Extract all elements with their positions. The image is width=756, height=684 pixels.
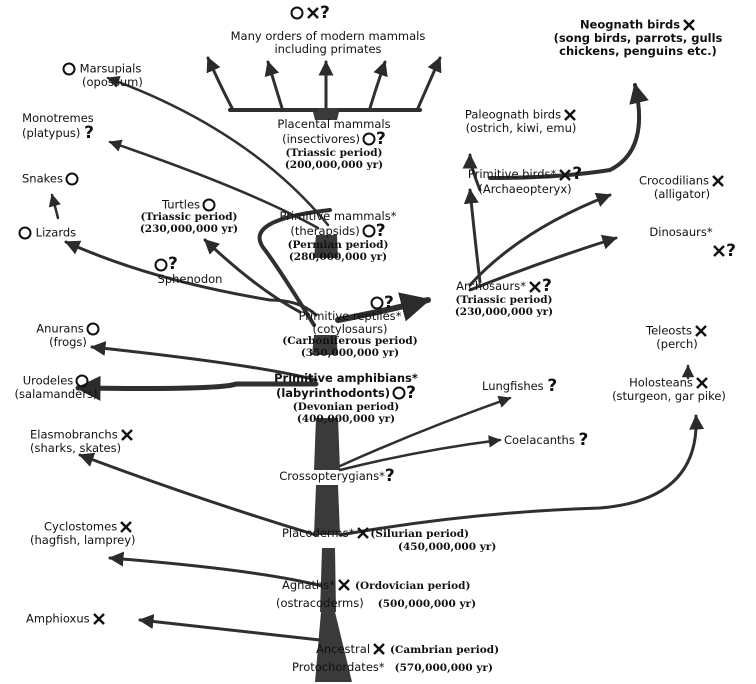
- label-lungfishes: Lungfishes ?: [482, 376, 558, 396]
- label-archosaurs: Archosaurs*? (Triassic period) (230,000,…: [454, 276, 554, 318]
- label-snakes: Snakes: [22, 172, 79, 186]
- cross-icon: [695, 376, 709, 390]
- label-teleosts: Teleosts (perch): [622, 324, 732, 351]
- question-icon: ?: [406, 382, 416, 403]
- label-placental-mammals: Placental mammals (insectivores)? (Trias…: [277, 117, 391, 171]
- circle-icon: [154, 258, 168, 272]
- cross-icon: [694, 324, 708, 338]
- label-urodeles: Urodeles (salamanders): [14, 373, 98, 401]
- cross-icon: [711, 174, 725, 188]
- circle-icon: [290, 6, 304, 20]
- label-primitive-reptiles: ? Primitive reptiles* (cotylosaurs) (Car…: [282, 292, 418, 359]
- cross-icon: [356, 526, 370, 540]
- cross-icon: [372, 642, 386, 656]
- label-ancestral-protochordates: Ancestral (Cambrian period) Protochordat…: [292, 642, 500, 674]
- question-icon: ?: [320, 2, 330, 23]
- label-amphioxus: Amphioxus: [26, 612, 106, 626]
- branches: [48, 56, 705, 642]
- label-primitive-mammals: Primitive mammals* (therapsids)? (Permia…: [279, 209, 397, 263]
- label-primitive-birds: Primitive birds*? (Archaeopteryx): [467, 164, 583, 196]
- label-holosteans: Holosteans (sturgeon, gar pike): [612, 375, 726, 403]
- circle-icon: [86, 322, 100, 336]
- label-elasmobranchs: Elasmobranchs (sharks, skates): [30, 428, 134, 455]
- label-anurans: Anurans (frogs): [26, 322, 110, 349]
- question-icon: ?: [384, 292, 394, 313]
- cross-icon: [120, 428, 134, 442]
- question-icon: ?: [541, 276, 552, 296]
- label-modern-mammals: Many orders of modern mammals including …: [230, 29, 426, 56]
- cross-icon: [119, 520, 133, 534]
- question-icon: ?: [547, 376, 558, 396]
- circle-icon: [392, 386, 406, 400]
- circle-icon: [65, 172, 79, 186]
- circle-icon: [362, 132, 376, 146]
- modern-mammals-marks: ?: [288, 4, 330, 22]
- label-turtles: Turtles (Triassic period) (230,000,000 y…: [139, 197, 239, 235]
- label-sphenodon: ? Sphenodon: [140, 256, 240, 286]
- label-neognath-birds: Neognath birds (song birds, parrots, gul…: [553, 17, 723, 58]
- circle-icon: [202, 198, 216, 212]
- label-agnaths: Agnaths* (Ordovician period) (ostracoder…: [276, 578, 477, 610]
- label-crossopterygians: Crossopterygians*?: [279, 466, 395, 486]
- label-primitive-amphibians: Primitive amphibians* (labyrinthodonts)?…: [274, 371, 418, 425]
- cross-icon: [682, 18, 696, 32]
- cross-icon: [92, 612, 106, 626]
- cross-icon: [712, 244, 726, 258]
- question-icon: ?: [384, 466, 395, 486]
- cross-icon: [563, 108, 577, 122]
- label-monotremes: Monotremes (platypus) ?: [22, 111, 94, 143]
- question-icon: ?: [84, 122, 94, 143]
- cross-icon: [306, 6, 320, 20]
- question-icon: ?: [726, 240, 736, 261]
- circle-icon: [18, 226, 32, 240]
- label-paleognath-birds: Paleognath birds (ostrich, kiwi, emu): [464, 107, 577, 135]
- circle-icon: [62, 62, 76, 76]
- label-coelacanths: Coelacanths ?: [504, 430, 589, 450]
- question-icon: ?: [572, 164, 583, 184]
- label-crocodilians: Crocodilians (alligator): [616, 174, 748, 201]
- label-lizards: Lizards: [16, 226, 76, 240]
- question-icon: ?: [578, 430, 589, 450]
- trunk: [312, 108, 352, 682]
- cross-icon: [528, 280, 542, 294]
- label-marsupials: Marsupials (opossum): [60, 62, 143, 89]
- label-dinosaurs: Dinosaurs* ?: [649, 225, 736, 261]
- question-icon: ?: [376, 128, 386, 149]
- cross-icon: [558, 168, 572, 182]
- circle-icon: [362, 224, 376, 238]
- question-icon: ?: [375, 220, 386, 241]
- label-cyclostomes: Cyclostomes (hagfish, lamprey): [30, 519, 136, 547]
- question-icon: ?: [168, 254, 178, 274]
- circle-icon: [75, 374, 89, 388]
- circle-icon: [370, 296, 384, 310]
- label-placoderms: Placoderms*(Silurian period) (450,000,00…: [282, 526, 497, 553]
- cross-icon: [337, 578, 351, 592]
